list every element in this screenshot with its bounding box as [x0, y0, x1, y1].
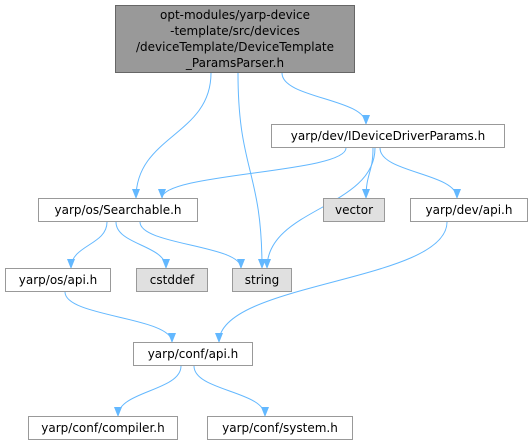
edge-root-to-idevicedriverparams	[281, 72, 370, 125]
node-root-line-3: /deviceTemplate/DeviceTemplate	[135, 40, 335, 54]
edge-os-api-to-conf-api	[64, 291, 176, 343]
node-dev-api[interactable]: yarp/dev/api.h	[410, 198, 528, 222]
node-conf-api-label: yarp/conf/api.h	[147, 347, 239, 361]
node-conf-compiler-label: yarp/conf/compiler.h	[41, 421, 165, 435]
node-cstddef-label: cstddef	[149, 273, 195, 287]
node-string[interactable]: string	[232, 268, 292, 292]
node-conf-compiler[interactable]: yarp/conf/compiler.h	[28, 416, 178, 440]
edge-conf-api-to-compiler	[114, 365, 182, 417]
node-searchable-label: yarp/os/Searchable.h	[54, 203, 182, 217]
node-os-api[interactable]: yarp/os/api.h	[5, 268, 111, 292]
node-root-line-2: -template/src/devices	[170, 24, 300, 38]
node-conf-system-label: yarp/conf/system.h	[222, 421, 338, 435]
node-vector[interactable]: vector	[323, 198, 385, 222]
edge-searchable-to-cstddef	[115, 221, 170, 269]
node-string-label: string	[244, 273, 280, 287]
node-idevicedriverparams[interactable]: yarp/dev/IDeviceDriverParams.h	[271, 124, 505, 148]
node-dev-api-label: yarp/dev/api.h	[425, 203, 513, 217]
edge-idevicedriverparams-to-dev-api	[379, 147, 461, 199]
edge-root-to-string	[237, 72, 266, 269]
node-vector-label: vector	[334, 203, 374, 217]
node-conf-system[interactable]: yarp/conf/system.h	[207, 416, 353, 440]
edge-idevicedriverparams-to-searchable	[158, 147, 347, 199]
edge-root-to-searchable	[132, 72, 212, 199]
edge-searchable-to-string	[139, 221, 245, 269]
node-root-line-1: opt-modules/yarp-device	[159, 8, 310, 22]
node-root-header[interactable]: opt-modules/yarp-device -template/src/de…	[115, 5, 355, 73]
edge-conf-api-to-system	[193, 365, 269, 417]
node-searchable[interactable]: yarp/os/Searchable.h	[38, 198, 198, 222]
edge-dev-api-to-conf-api	[215, 221, 448, 343]
node-conf-api[interactable]: yarp/conf/api.h	[133, 342, 253, 366]
node-os-api-label: yarp/os/api.h	[18, 273, 98, 287]
edge-searchable-to-os-api	[67, 221, 108, 269]
edge-idevicedriverparams-to-vector	[362, 147, 374, 199]
node-root-line-4: _ParamsParser.h	[185, 56, 285, 70]
node-cstddef[interactable]: cstddef	[136, 268, 208, 292]
node-idevicedriverparams-label: yarp/dev/IDeviceDriverParams.h	[290, 129, 486, 143]
